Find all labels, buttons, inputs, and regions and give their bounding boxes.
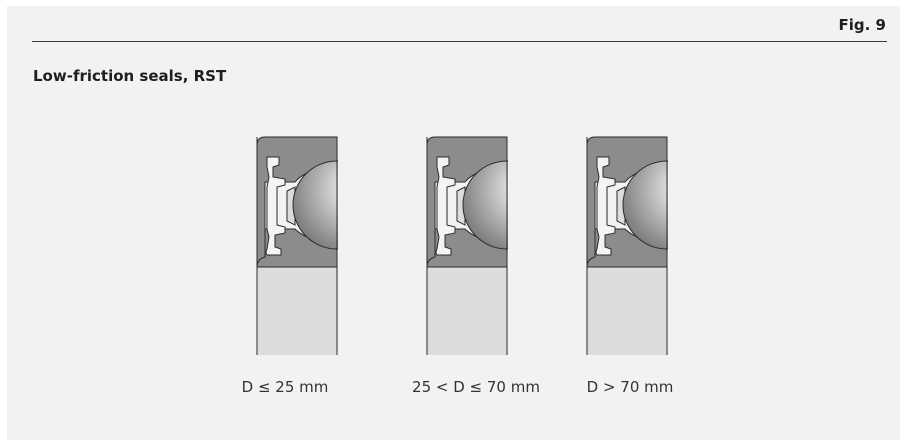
caption-medium: 25 < D ≤ 70 mm	[412, 378, 540, 396]
caption-small: D ≤ 25 mm	[241, 378, 329, 396]
caption-large: D > 70 mm	[586, 378, 674, 396]
header-rule	[32, 41, 887, 42]
figure-panel: Fig. 9 Low-friction seals, RST	[7, 6, 900, 440]
bearing-section-small	[256, 134, 399, 358]
bearing-sections-drawing	[256, 134, 729, 358]
bearing-section-medium	[426, 134, 569, 358]
bearing-section-large	[586, 134, 729, 358]
figure-title: Low-friction seals, RST	[33, 67, 227, 85]
figure-number: Fig. 9	[838, 16, 886, 34]
